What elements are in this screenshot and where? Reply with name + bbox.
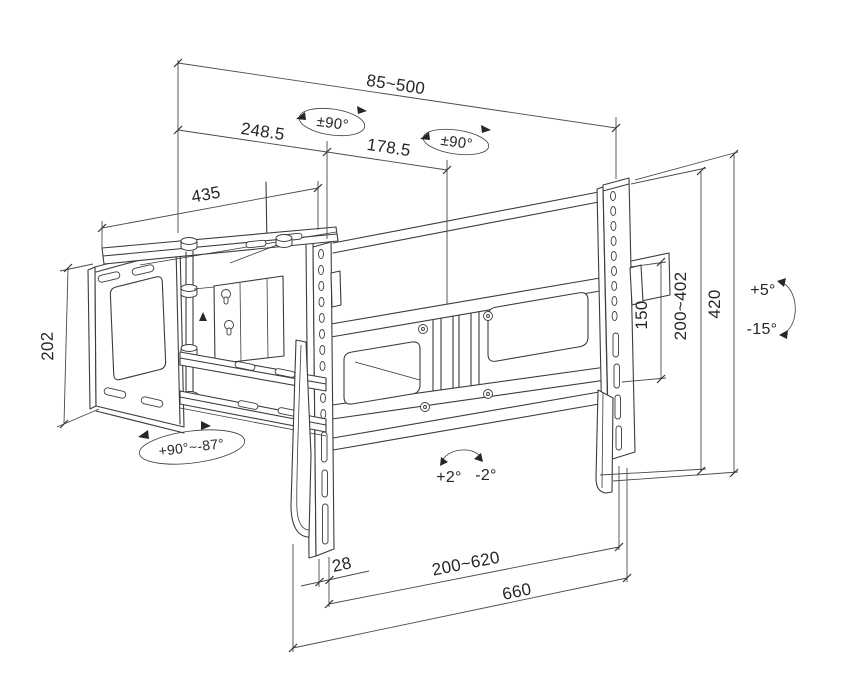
- dim-vesa-height-range-label: 200~402: [671, 272, 690, 341]
- dim-top-arm-length-label: 435: [190, 183, 222, 207]
- roll-arrow-right: [474, 453, 483, 462]
- crossbar-rod: [354, 361, 421, 381]
- right-rail-tab: [629, 264, 644, 306]
- rotation-arrow: [296, 112, 306, 120]
- angle-swivel-front-label: ±90°: [316, 113, 350, 134]
- angle-roll-minus-label: -2°: [475, 467, 497, 484]
- dim-vesa-width-range-label: 200~620: [430, 548, 501, 580]
- rotation-arrow: [357, 106, 367, 114]
- dim-bracket-height: 420: [612, 149, 739, 482]
- rotation-arrow: [201, 421, 211, 430]
- dim-vesa-height-range: 200~402: [599, 166, 707, 476]
- crossbar: [324, 276, 607, 421]
- left-rail-tab: [330, 270, 342, 308]
- angle-arm-swivel: +90°~-87°: [138, 421, 246, 465]
- angle-tilt: +5° -15°: [747, 278, 796, 339]
- rear-bottom-beam: [332, 390, 606, 451]
- up-arrow-marker: [199, 312, 207, 321]
- dim-vesa-height-min: 150: [621, 257, 667, 384]
- hinge-plate: [213, 275, 285, 365]
- hinge-nut: [180, 284, 198, 298]
- dim-extension-label: 85~500: [365, 71, 426, 99]
- tilt-arrow-up: [777, 278, 786, 287]
- wall-plate-cutout: [109, 276, 167, 381]
- wall-plate-mounting-slots: [97, 264, 164, 408]
- wall-plate: [87, 243, 185, 434]
- tilt-arrow-down: [779, 330, 788, 339]
- angle-roll-plus-label: +2°: [436, 469, 462, 486]
- roll-arrow-left: [440, 457, 448, 466]
- dim-arm-rear: 178.5: [326, 135, 452, 304]
- dim-wall-plate-height: 202: [38, 263, 100, 429]
- crossbar-telescope-bars: [432, 310, 480, 392]
- dim-arm-rear-label: 178.5: [366, 135, 412, 160]
- angle-swivel-rear: ±90°: [420, 125, 491, 156]
- angle-tilt-down-label: -15°: [747, 321, 778, 338]
- dim-wall-plate-height-label: 202: [38, 331, 58, 361]
- right-rail-holes: [610, 191, 618, 321]
- angle-roll: +2° -2°: [436, 449, 497, 486]
- left-rail-holes: [318, 249, 327, 419]
- rotation-arrow: [481, 125, 491, 133]
- dim-bracket-height-label: 420: [705, 289, 724, 318]
- left-hook-plate: [290, 339, 312, 538]
- arm-pivot-nut: [275, 234, 293, 248]
- dim-rail-offset-label: 28: [330, 553, 353, 576]
- crossbar-left-slot: [343, 341, 421, 405]
- left-rail-slots: [321, 431, 329, 545]
- angle-tilt-up-label: +5°: [750, 282, 776, 299]
- angle-swivel-rear-label: ±90°: [440, 132, 474, 153]
- dim-vesa-width-range: 200~620: [324, 466, 624, 609]
- dim-arm-front: 248.5: [173, 119, 332, 239]
- rotation-arrow: [420, 132, 430, 140]
- dim-vesa-height-min-label: 150: [632, 300, 651, 329]
- articulating-arm: [101, 226, 339, 437]
- beam-end-stub: [630, 252, 671, 304]
- right-hook-plate: [595, 389, 614, 494]
- dim-rail-offset: 28: [300, 553, 370, 607]
- rotation-arrow: [138, 430, 149, 439]
- right-rail: [596, 177, 644, 477]
- crossbar-screws: [418, 311, 493, 412]
- arm-pivot-nut: [180, 237, 198, 251]
- angle-swivel-front: ±90°: [296, 106, 367, 137]
- dim-bracket-width-label: 660: [501, 579, 534, 604]
- right-rail-slots: [612, 332, 622, 451]
- angle-arm-swivel-label: +90°~-87°: [158, 435, 226, 459]
